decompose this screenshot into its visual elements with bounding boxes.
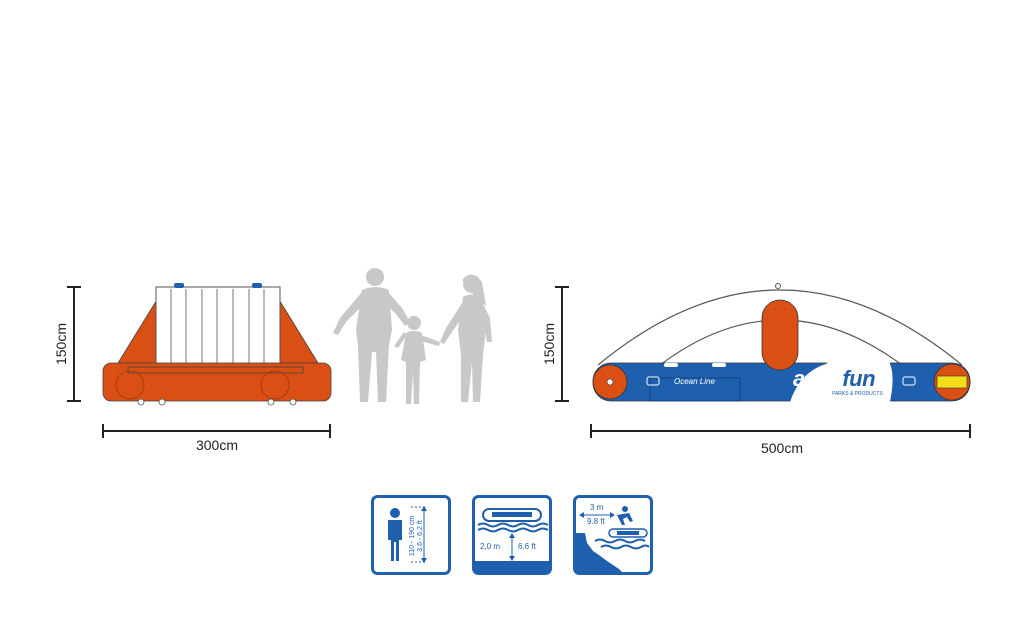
brand-right: fun [842, 366, 876, 391]
side-width-dimension [590, 424, 971, 438]
brand-tagline: PARKS & PRODUCTS [832, 391, 883, 397]
brand-left: aqua [793, 366, 843, 391]
side-view-inflatable [592, 283, 971, 402]
family-silhouette-icon [333, 268, 492, 404]
distance-imperial: 9.8 ft [587, 517, 605, 526]
side-height-dimension [555, 286, 569, 402]
depth-metric: 2,0 m [480, 542, 501, 551]
safety-distance-icon: 3 m 9.8 ft [573, 495, 653, 575]
front-width-dimension [102, 424, 331, 438]
front-height-dimension [67, 286, 81, 402]
height-range-cm: 110 - 190 cm [409, 515, 416, 557]
distance-metric: 3 m [590, 503, 604, 512]
front-height-label: 150cm [53, 322, 69, 366]
user-height-icon: 110 - 190 cm 3.6 - 6.2 ft [371, 495, 451, 575]
brand-logo: aquafun [793, 366, 876, 391]
depth-imperial: 6.6 ft [518, 542, 536, 551]
side-height-label: 150cm [541, 322, 557, 366]
height-range-ft: 3.6 - 6.2 ft [417, 520, 424, 552]
product-name-label: Ocean Line [674, 377, 715, 386]
side-width-label: 500cm [760, 440, 804, 456]
front-width-label: 300cm [195, 437, 239, 453]
front-view-inflatable [102, 283, 332, 406]
water-depth-icon: 2,0 m 6.6 ft [472, 495, 552, 575]
